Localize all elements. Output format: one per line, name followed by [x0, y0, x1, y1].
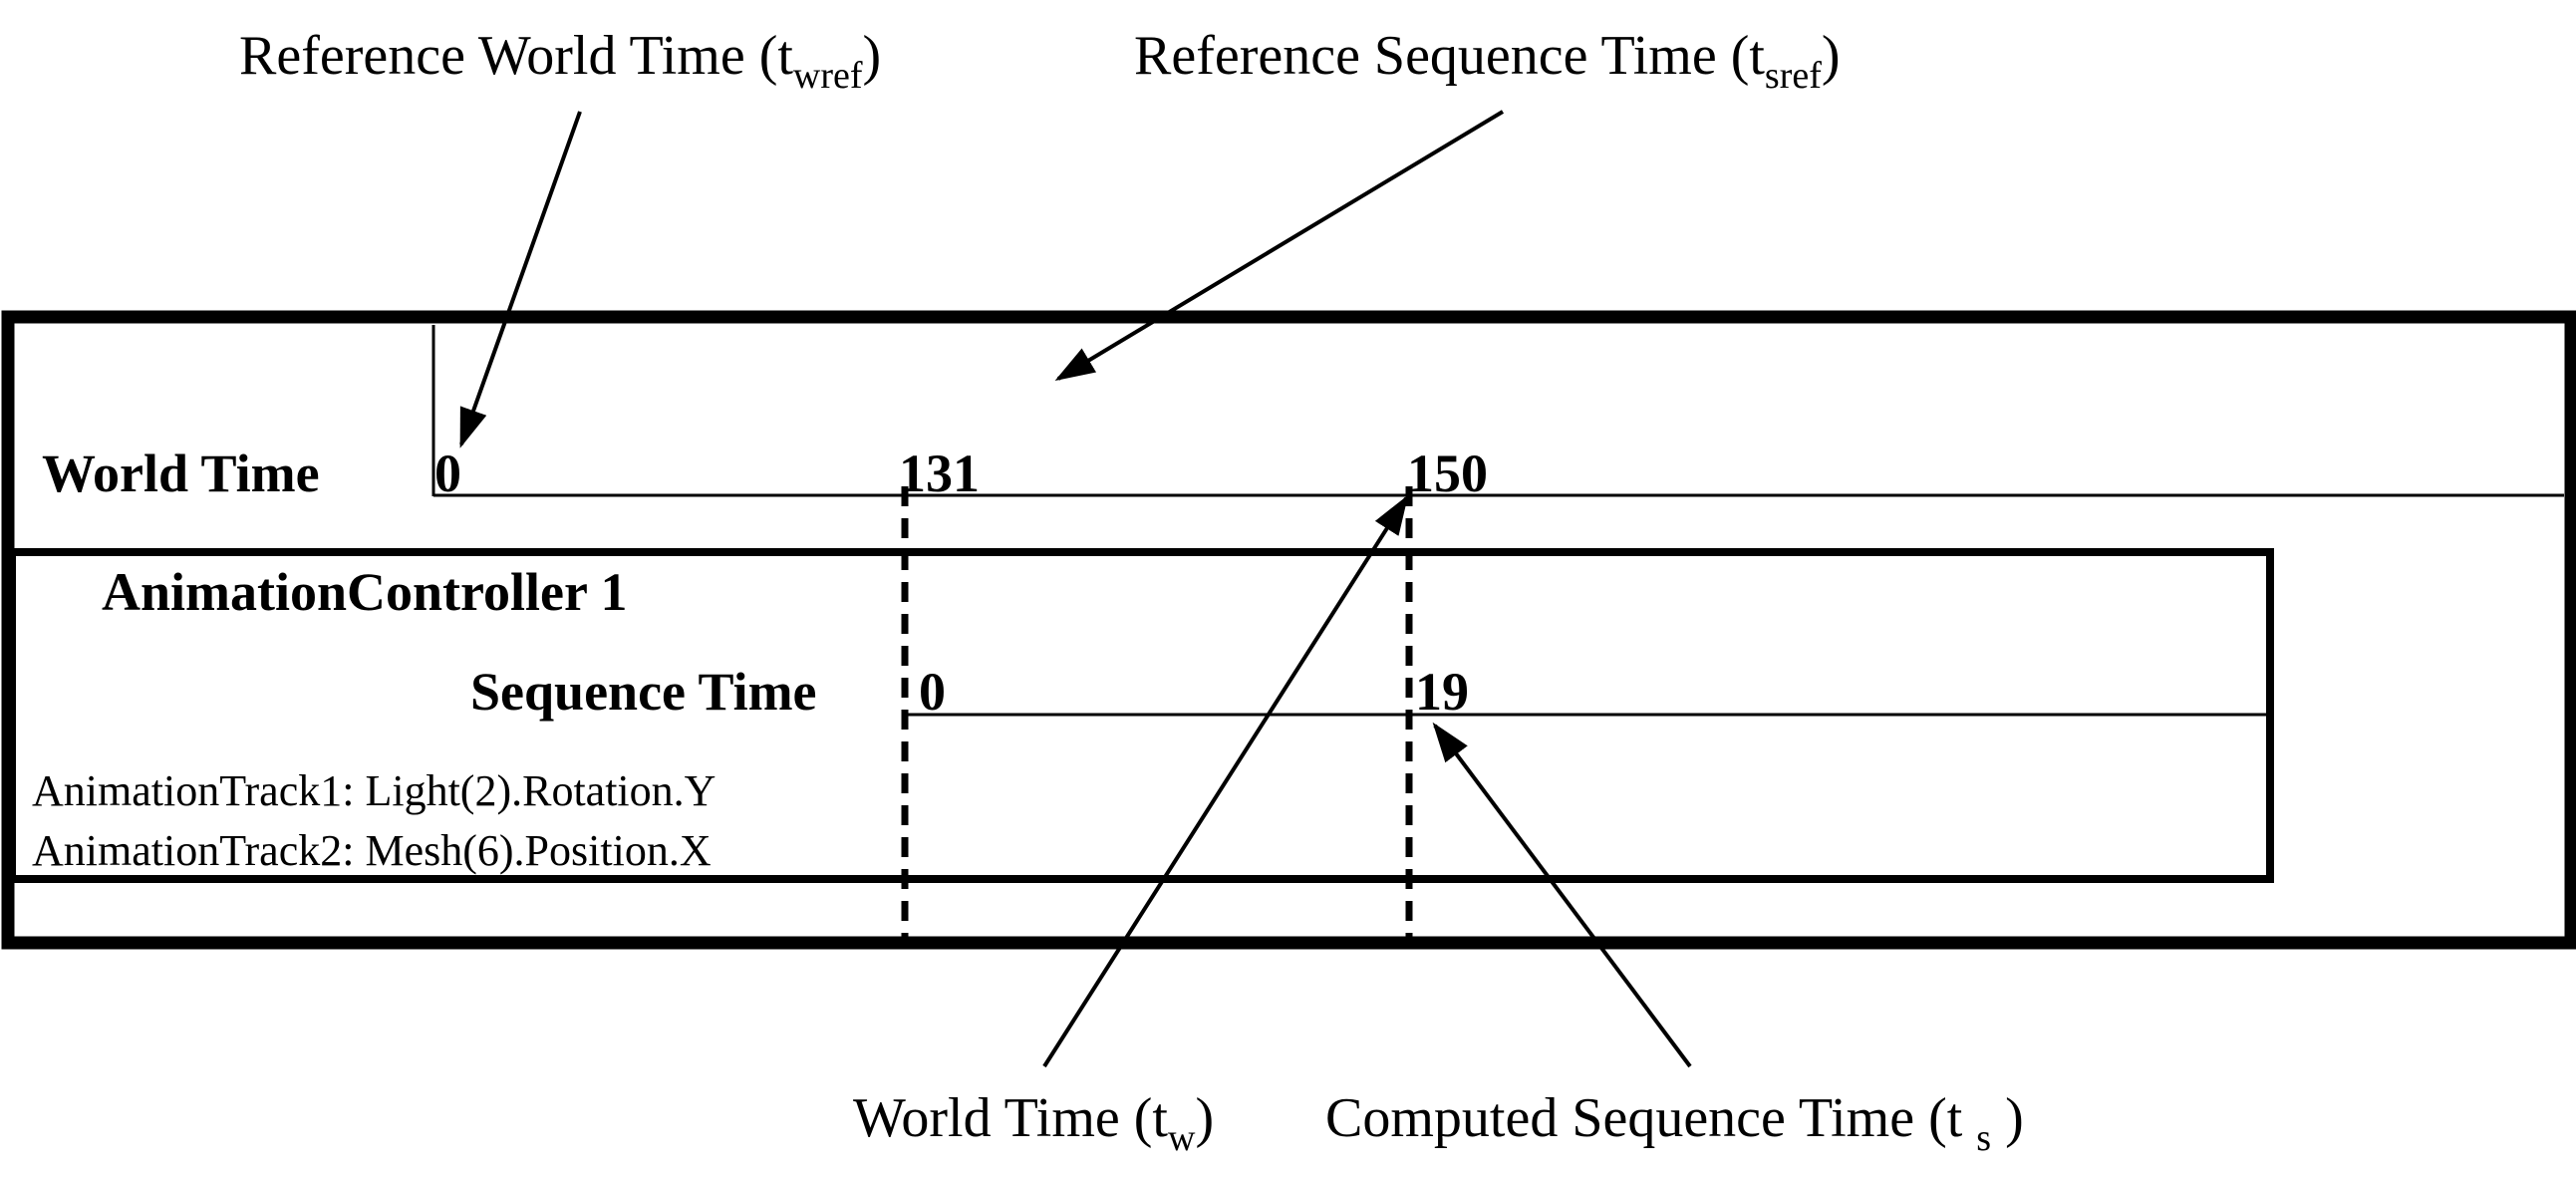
seq-tick-19: 19: [1415, 662, 1469, 722]
seq-tick-0: 0: [919, 662, 946, 722]
animation-controller-title: AnimationController 1: [102, 562, 628, 622]
world-tick-0: 0: [434, 443, 461, 503]
arrow-world-time: [1042, 494, 1409, 1068]
world-tick-131: 131: [899, 443, 980, 503]
sequence-time-label: Sequence Time: [470, 662, 817, 722]
animation-track-1: AnimationTrack1: Light(2).Rotation.Y: [32, 766, 716, 815]
world-time-callout: World Time (tw): [853, 1087, 1214, 1159]
world-tick-150: 150: [1407, 443, 1488, 503]
arrow-ref-seq-time: [1054, 110, 1505, 382]
arrow-ref-world-time: [459, 111, 582, 448]
arrow-computed-seq-time: [1432, 722, 1692, 1068]
world-time-row-label: World Time: [42, 443, 320, 503]
animation-track-2: AnimationTrack2: Mesh(6).Position.X: [32, 826, 712, 875]
ref-seq-time-label: Reference Sequence Time (tsref): [1134, 25, 1841, 97]
ref-world-time-label: Reference World Time (twref): [239, 25, 881, 97]
computed-seq-time-callout: Computed Sequence Time (t s ): [1325, 1087, 2024, 1159]
